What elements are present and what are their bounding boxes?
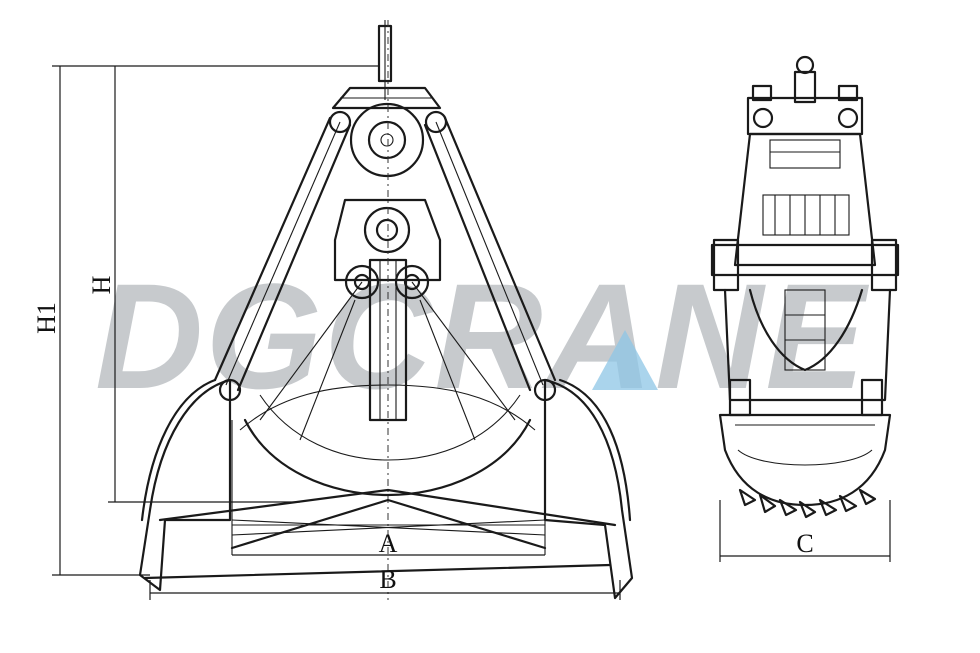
side-view: [710, 55, 900, 519]
right-brace: [443, 116, 557, 382]
blade-open-line: [158, 488, 617, 527]
bucket-shell: [243, 418, 532, 497]
dim-c-label: C: [796, 529, 813, 558]
side-body: [733, 132, 877, 267]
front-view: [138, 20, 634, 600]
left-brace: [213, 116, 332, 382]
dim-h-label: H: [87, 275, 116, 294]
lower-block: [333, 198, 442, 282]
upper-sheave: [349, 102, 425, 178]
side-top-frame: [746, 96, 864, 136]
dim-h1-label: H1: [32, 302, 61, 334]
side-mid-frame: [710, 243, 900, 277]
dimensions: H1 H A B C: [32, 65, 891, 600]
dim-a-label: A: [379, 529, 398, 558]
dim-b-label: B: [379, 565, 396, 594]
watermark-text: DGCRANE: [95, 252, 869, 420]
watermark-triangle-icon: [592, 330, 658, 390]
watermark: DGCRANE: [95, 252, 869, 420]
right-jaw: [543, 378, 634, 600]
